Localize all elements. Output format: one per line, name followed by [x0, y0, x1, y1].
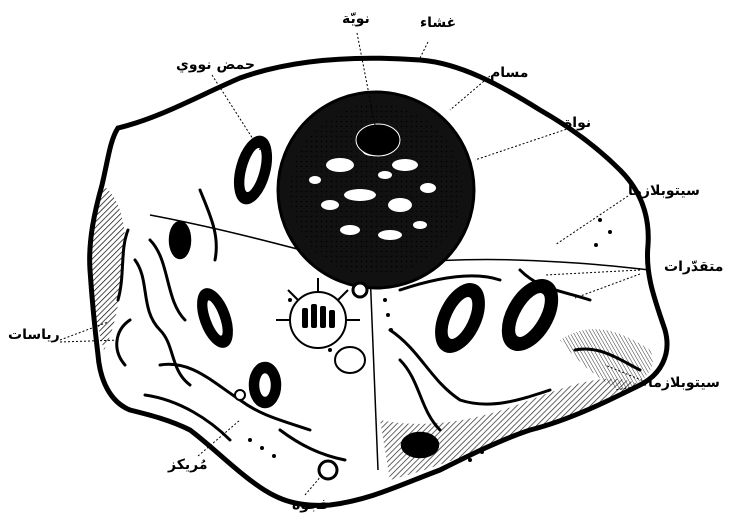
- label-nucleic-acid: حمض نووي: [176, 58, 255, 72]
- label-cytoplasm: سيتوبلازما: [628, 184, 700, 198]
- label-membrane: غشاء: [420, 16, 456, 30]
- vacuole-1: [335, 347, 365, 373]
- label-mitochondria: متقدّرات: [664, 260, 723, 274]
- label-cytoplasm-lower: سيتوبلازما: [648, 376, 720, 390]
- label-vacuole: فجوة: [292, 498, 328, 512]
- label-nucleolus: نويّة: [342, 12, 370, 26]
- vacuole-2: [319, 461, 337, 479]
- label-nucleus: نواة: [564, 116, 591, 130]
- label-ribosomes: رياسات: [8, 328, 60, 342]
- centrosome-region: [290, 292, 346, 348]
- vacuole-4: [235, 390, 245, 400]
- vacuole-3: [353, 283, 367, 297]
- label-pore: مسام: [490, 66, 528, 80]
- nucleolus: [356, 124, 400, 156]
- label-centrosome: مُريكز: [168, 458, 207, 472]
